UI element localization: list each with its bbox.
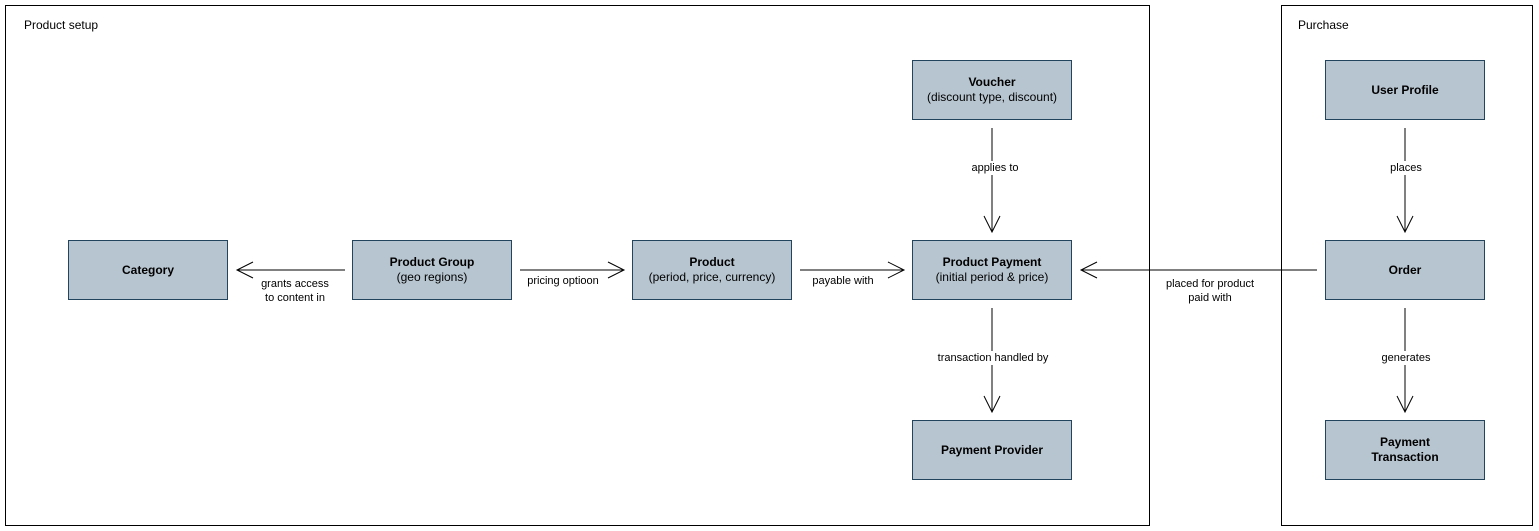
label-transaction-handled-by: transaction handled by [937, 351, 1049, 365]
entity-product-group[interactable]: Product Group (geo regions) [352, 240, 512, 300]
entity-user-profile[interactable]: User Profile [1325, 60, 1485, 120]
group-title-product-setup: Product setup [24, 18, 99, 32]
entity-detail: (period, price, currency) [648, 270, 776, 284]
label-payable-with: payable with [812, 274, 874, 288]
entity-name: Payment Provider [940, 442, 1044, 457]
label-generates: generates [1381, 351, 1431, 365]
entity-name: Product Group [389, 255, 475, 269]
entity-category[interactable]: Category [68, 240, 228, 300]
entity-product-payment[interactable]: Product Payment (initial period & price) [912, 240, 1072, 300]
entity-detail: (initial period & price) [935, 270, 1049, 284]
entity-name: Product Payment [942, 255, 1042, 269]
entity-name-line2: Transaction [1371, 450, 1439, 464]
label-placed-for-product: placed for product paid with [1165, 277, 1255, 305]
group-title-purchase: Purchase [1298, 18, 1349, 32]
entity-order[interactable]: Order [1325, 240, 1485, 300]
entity-name: User Profile [1371, 82, 1439, 97]
entity-name: Voucher [968, 75, 1016, 89]
label-applies-to: applies to [971, 161, 1019, 175]
entity-detail: (discount type, discount) [926, 90, 1058, 104]
entity-payment-provider[interactable]: Payment Provider [912, 420, 1072, 480]
entity-detail: (geo regions) [396, 270, 468, 284]
entity-name: Payment [1379, 435, 1431, 449]
label-places: places [1390, 161, 1422, 175]
entity-name: Category [121, 262, 174, 277]
entity-name: Product [689, 255, 735, 269]
entity-voucher[interactable]: Voucher (discount type, discount) [912, 60, 1072, 120]
entity-name: Order [1388, 262, 1422, 277]
label-grants-access: grants access to content in [261, 277, 329, 305]
label-pricing-option: pricing optioon [527, 274, 599, 288]
entity-payment-transaction[interactable]: Payment Transaction [1325, 420, 1485, 480]
entity-product[interactable]: Product (period, price, currency) [632, 240, 792, 300]
